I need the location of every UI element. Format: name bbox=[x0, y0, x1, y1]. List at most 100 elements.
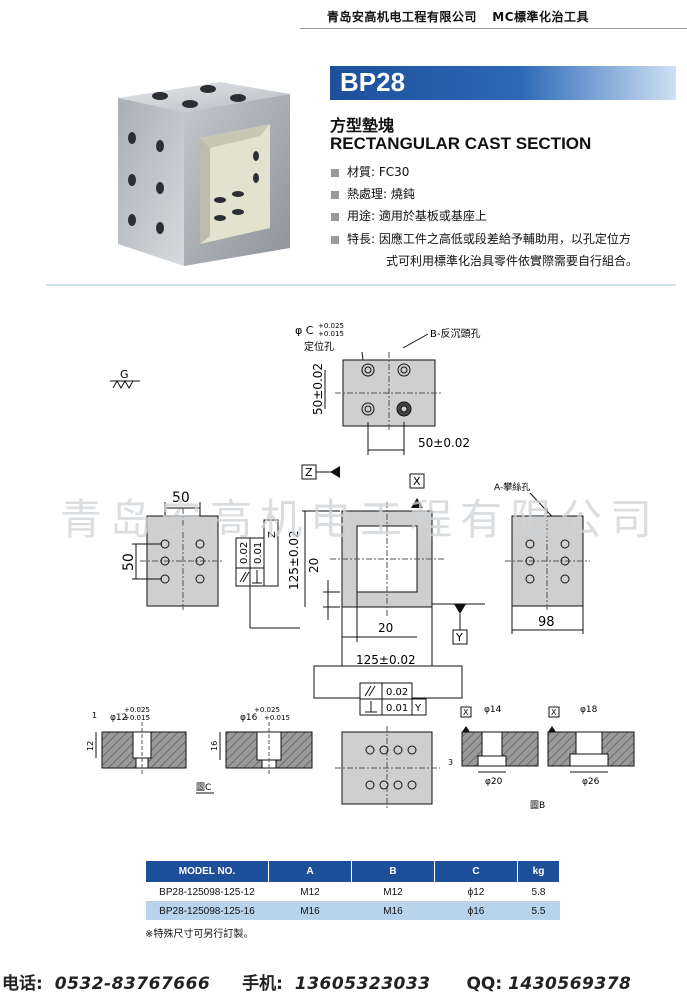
cell-b: M16 bbox=[351, 901, 435, 921]
spec-value: 式可利用標準化治具零件依實際需要自行組合。 bbox=[386, 254, 639, 268]
datum-y-label: Y bbox=[455, 631, 463, 644]
product-category: MC標準化治工具 bbox=[492, 10, 589, 24]
phi26-label: φ26 bbox=[582, 777, 600, 787]
header-a: A bbox=[268, 860, 352, 883]
fig-c-label: 圖C bbox=[196, 782, 211, 793]
t-plus-12: +0.025 bbox=[124, 706, 150, 714]
phi12-label: φ12 bbox=[110, 713, 127, 723]
spec-label: 熱處理: bbox=[347, 187, 388, 201]
table-row: BP28-125098-125-16 M16 M16 ϕ16 5.5 bbox=[145, 901, 560, 921]
tol-perp-v: 0.01 bbox=[253, 542, 264, 564]
tol-datum-z-v: Z bbox=[267, 531, 278, 538]
bottom-view-holes bbox=[365, 745, 417, 790]
bullet-square-icon bbox=[331, 190, 339, 199]
t-minus-16: +0.015 bbox=[264, 714, 290, 722]
section-divider bbox=[46, 284, 676, 286]
dim-16: 16 bbox=[210, 741, 219, 751]
spec-value: 適用於基板或基座上 bbox=[378, 209, 487, 223]
g-label: G bbox=[120, 368, 129, 381]
phi16-label: φ16 bbox=[240, 713, 258, 723]
dim-50-vertical: 50±0.02 bbox=[311, 363, 325, 415]
t-minus-12: +0.015 bbox=[124, 714, 150, 722]
datum-x-triangle-icon bbox=[411, 498, 423, 508]
dim-125-vertical: 125±0.02 bbox=[287, 530, 301, 590]
a-tapped-hole-label: A-攀絲孔 bbox=[494, 481, 530, 493]
model-code: BP28 bbox=[340, 67, 406, 97]
phi18-label: φ18 bbox=[580, 705, 598, 715]
tolerance-frame-vertical: 0.02 0.01 Z bbox=[235, 519, 300, 629]
product-photo bbox=[118, 82, 290, 266]
locating-hole-label: 定位孔 bbox=[304, 340, 334, 353]
spec-usage: 用途: 適用於基板或基座上 bbox=[331, 207, 681, 225]
bullet-square-icon bbox=[331, 235, 339, 244]
header-kg: kg bbox=[517, 860, 560, 883]
cell-kg: 5.8 bbox=[517, 882, 560, 902]
tol-parallel-h: 0.02 bbox=[386, 687, 408, 698]
cell-kg: 5.5 bbox=[517, 901, 560, 921]
header-c: C bbox=[434, 860, 518, 883]
datum-x-label: X bbox=[413, 475, 421, 488]
product-title-cn: 方型墊塊 bbox=[330, 116, 395, 135]
spec-value: 燒鈍 bbox=[390, 187, 415, 201]
cell-model: BP28-125098-125-12 bbox=[145, 882, 269, 902]
custom-size-note: ※特殊尺寸可另行訂製。 bbox=[145, 929, 254, 940]
datum-arrow-icon bbox=[548, 726, 556, 732]
cell-b: M12 bbox=[351, 882, 435, 902]
phi-c-label: φ C bbox=[295, 324, 314, 337]
surface-finish-icon bbox=[110, 379, 140, 390]
spec-material: 材質: FC30 bbox=[331, 163, 681, 181]
phi-c-tol-minus: +0.015 bbox=[318, 330, 344, 338]
spec-label: 特長: bbox=[347, 232, 376, 246]
cell-model: BP28-125098-125-16 bbox=[145, 901, 269, 921]
table-header-row: MODEL NO. A B C kg bbox=[145, 860, 560, 883]
cell-c: ϕ16 bbox=[434, 901, 518, 921]
spec-value: 因應工件之高低或段差給予輔助用，以孔定位方 bbox=[378, 232, 631, 246]
fig-b-label: 圖B bbox=[530, 800, 545, 810]
qq-number: 1430569378 bbox=[508, 974, 632, 994]
product-title-en: RECTANGULAR CAST SECTION bbox=[330, 134, 592, 153]
spec-label: 用途: bbox=[347, 209, 376, 223]
bullet-square-icon bbox=[331, 168, 339, 177]
dim-50-top: 50 bbox=[172, 490, 190, 506]
tol-perp-h: 0.01 bbox=[386, 703, 408, 714]
cell-c: ϕ12 bbox=[434, 882, 518, 902]
datum-y-triangle-icon bbox=[454, 604, 466, 614]
phi-c-tol-plus: +0.025 bbox=[318, 322, 344, 330]
datum-arrow-icon bbox=[462, 726, 470, 732]
header-model-no: MODEL NO. bbox=[145, 860, 269, 883]
tol-datum-y-h: Y bbox=[414, 703, 422, 714]
watermark: 青岛安高机电工程有限公司 bbox=[60, 495, 661, 544]
phi20-label: φ20 bbox=[485, 777, 503, 787]
model-title-bar bbox=[330, 66, 676, 100]
header-company: 青岛安高机电工程有限公司 MC標準化治工具 bbox=[327, 8, 589, 25]
dim-20-vertical: 20 bbox=[307, 558, 321, 573]
bullet-square-icon bbox=[331, 212, 339, 221]
dim-20-horizontal: 20 bbox=[378, 621, 393, 635]
phi14-label: φ14 bbox=[484, 705, 502, 715]
dim-12: 12 bbox=[86, 741, 95, 751]
datum-x-b1: X bbox=[463, 708, 469, 717]
table-row: BP28-125098-125-12 M12 M12 ϕ12 5.8 bbox=[145, 882, 560, 902]
dim-1-left: 1 bbox=[92, 711, 97, 720]
company-name: 青岛安高机电工程有限公司 bbox=[326, 10, 477, 24]
contact-footer: 电话: 0532-83767666 手机: 13605323033 QQ: 14… bbox=[2, 969, 631, 994]
dim-98: 98 bbox=[538, 615, 555, 630]
header-b: B bbox=[351, 860, 435, 883]
mobile-number: 13605323033 bbox=[294, 974, 431, 994]
datum-x-b2: X bbox=[551, 708, 557, 717]
dim-50-left: 50 bbox=[121, 553, 137, 571]
technical-drawing: G φ C +0.025 +0.015 定位孔 B-反沉頭孔 50±0.02 5… bbox=[86, 322, 635, 810]
dim-3: 3 bbox=[448, 758, 453, 767]
tolerance-frame-horizontal: 0.02 0.01 Y bbox=[359, 682, 427, 716]
dim-125-horizontal: 125±0.02 bbox=[356, 653, 416, 667]
spec-feature: 特長: 因應工件之高低或段差給予輔助用，以孔定位方 bbox=[331, 230, 681, 248]
phone-number: 0532-83767666 bbox=[54, 974, 211, 994]
qq-label: QQ: bbox=[466, 974, 503, 994]
top-view-holes bbox=[361, 363, 412, 417]
cell-a: M16 bbox=[268, 901, 352, 921]
phone-label: 电话: bbox=[2, 974, 43, 994]
right-view-holes bbox=[525, 539, 570, 584]
spec-value: FC30 bbox=[378, 165, 410, 179]
dim-50-horizontal: 50±0.02 bbox=[418, 436, 470, 450]
b-counterbore-label: B-反沉頭孔 bbox=[430, 327, 480, 340]
